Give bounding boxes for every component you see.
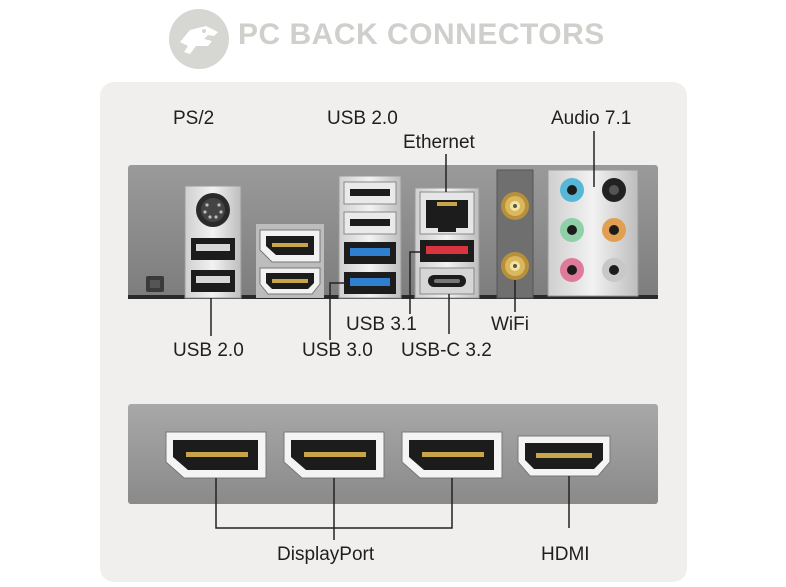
- label-usbc: USB-C 3.2: [401, 340, 492, 361]
- clear-cmos-button: [146, 276, 164, 292]
- usb20-port-1: [191, 238, 235, 260]
- leader-lines-bottom: [215, 476, 570, 540]
- ps2-port: [196, 193, 230, 227]
- usb30-port-2: [344, 272, 396, 294]
- ethernet-port: [419, 191, 475, 235]
- displayport-3: [401, 431, 503, 479]
- dinosaur-skull-icon: [169, 9, 229, 69]
- leader-lines-top: [210, 131, 595, 340]
- label-wifi: WiFi: [491, 314, 529, 335]
- label-audio: Audio 7.1: [551, 108, 632, 129]
- wifi-antenna-2: [501, 252, 529, 280]
- label-ethernet: Ethernet: [403, 132, 475, 153]
- label-usb31: USB 3.1: [346, 314, 417, 335]
- audio-jack-black: [602, 178, 626, 202]
- usb31-port: [420, 240, 474, 262]
- page-title: PC BACK CONNECTORS: [238, 18, 605, 51]
- label-hdmi: HDMI: [541, 544, 590, 565]
- wifi-connectors: [496, 169, 534, 299]
- usb20-top-port-1: [343, 181, 397, 205]
- label-usb20-bottom: USB 2.0: [173, 340, 244, 361]
- hdmi-port: [517, 435, 611, 477]
- label-ps2: PS/2: [173, 108, 215, 129]
- usb30-port-1: [344, 242, 396, 264]
- displayport-port-small: [259, 229, 321, 263]
- label-usb20-top: USB 2.0: [327, 108, 398, 129]
- usb-stack: [338, 175, 402, 299]
- lan-usb31-usbc-stack: [414, 187, 480, 299]
- audio-jack-blue: [560, 178, 584, 202]
- gpu-panel: [128, 404, 658, 504]
- usb20-top-port-2: [343, 211, 397, 235]
- label-usb30: USB 3.0: [302, 340, 373, 361]
- usbc-port: [419, 267, 475, 295]
- label-displayport: DisplayPort: [277, 544, 375, 565]
- dp-hdmi-stack: [256, 224, 324, 298]
- audio-jack-orange: [602, 218, 626, 242]
- audio-jacks: [547, 169, 639, 297]
- hdmi-port-small: [259, 267, 321, 295]
- ps2-usb20-stack: [184, 185, 242, 299]
- audio-jack-pink: [560, 258, 584, 282]
- usb20-port-2: [191, 270, 235, 292]
- displayport-1: [165, 431, 267, 479]
- audio-jack-grey: [602, 258, 626, 282]
- displayport-2: [283, 431, 385, 479]
- wifi-antenna-1: [501, 192, 529, 220]
- audio-jack-green: [560, 218, 584, 242]
